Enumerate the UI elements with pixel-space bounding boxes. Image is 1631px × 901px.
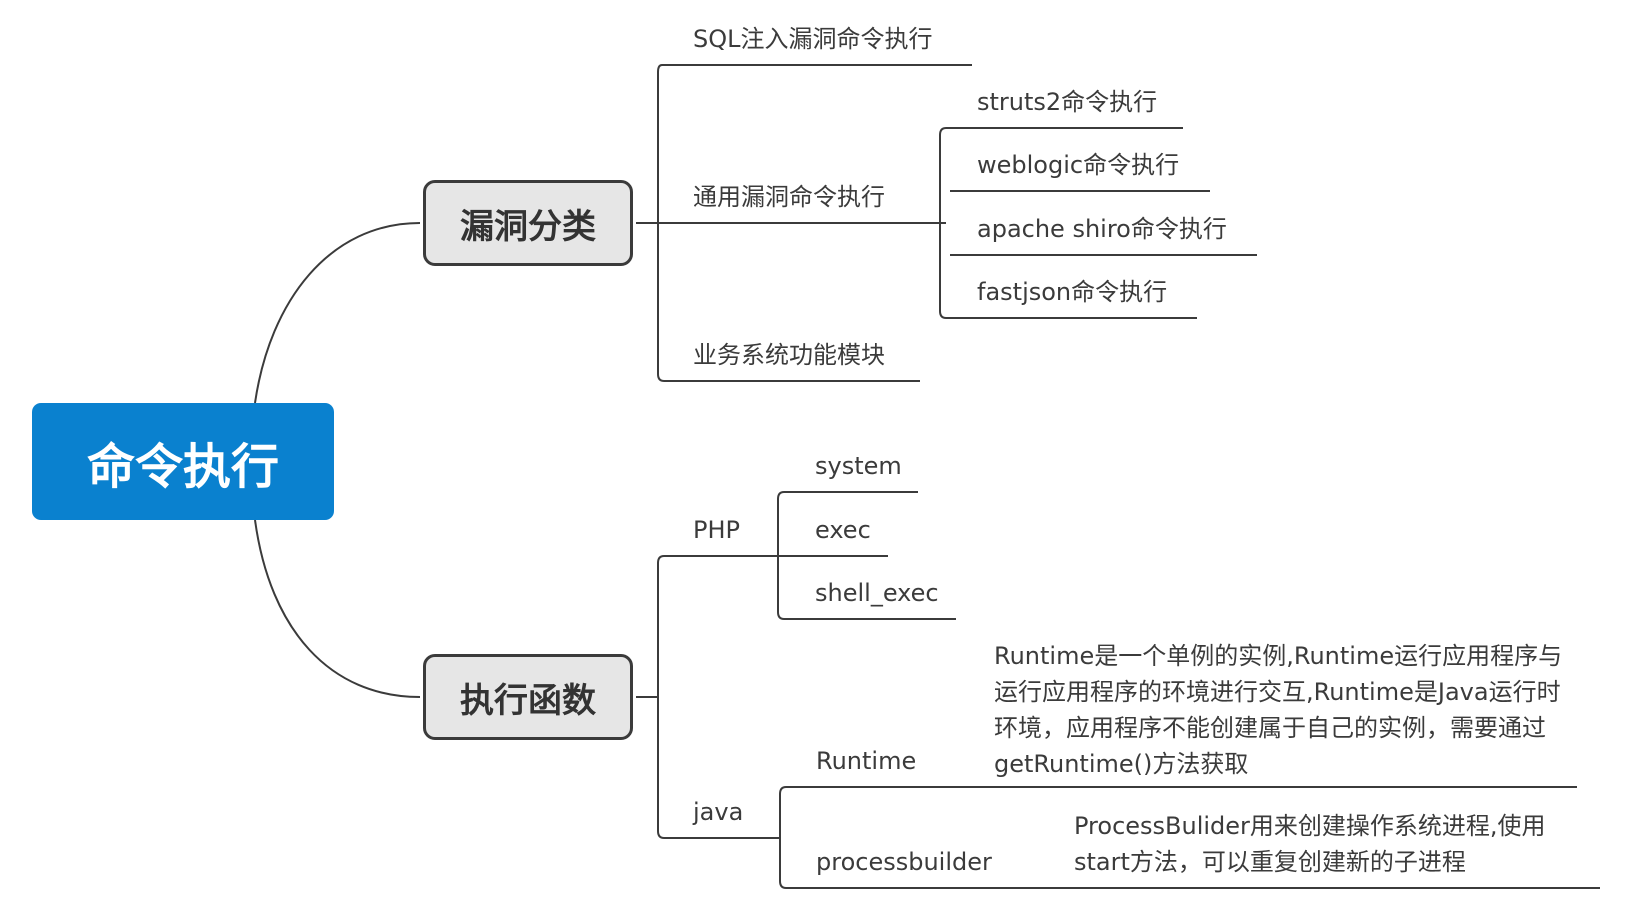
branch-vuln-classification[interactable]: 漏洞分类 — [423, 180, 633, 266]
node-apache-shiro[interactable]: apache shiro命令执行 — [977, 215, 1227, 243]
node-business-module[interactable]: 业务系统功能模块 — [693, 341, 885, 369]
node-system[interactable]: system — [815, 452, 902, 480]
node-runtime[interactable]: Runtime — [816, 747, 917, 775]
root-node[interactable]: 命令执行 — [32, 403, 334, 520]
connector-root-to-func — [254, 519, 421, 698]
bracket-func — [657, 555, 668, 839]
node-fastjson[interactable]: fastjson命令执行 — [977, 278, 1168, 306]
node-shell-exec[interactable]: shell_exec — [815, 579, 939, 607]
node-general-vuln[interactable]: 通用漏洞命令执行 — [693, 183, 885, 211]
bracket-java — [779, 786, 790, 889]
note-processbuilder: ProcessBulider用来创建操作系统进程,使用start方法，可以重复创… — [1074, 812, 1546, 876]
node-sql-injection[interactable]: SQL注入漏洞命令执行 — [693, 25, 933, 53]
branch-label: 漏洞分类 — [460, 206, 596, 247]
node-exec[interactable]: exec — [815, 516, 871, 544]
branch-label: 执行函数 — [460, 680, 596, 721]
node-java[interactable]: java — [693, 798, 744, 826]
connector-root-to-vuln — [254, 222, 421, 404]
node-weblogic[interactable]: weblogic命令执行 — [977, 151, 1180, 179]
root-label: 命令执行 — [86, 438, 279, 495]
node-processbuilder[interactable]: processbuilder — [816, 848, 992, 876]
note-runtime: Runtime是一个单例的实例,Runtime运行应用程序与运行应用程序的环境进… — [994, 642, 1563, 778]
node-struts2[interactable]: struts2命令执行 — [977, 88, 1158, 116]
branch-exec-functions[interactable]: 执行函数 — [423, 654, 633, 740]
node-php[interactable]: PHP — [693, 516, 740, 544]
